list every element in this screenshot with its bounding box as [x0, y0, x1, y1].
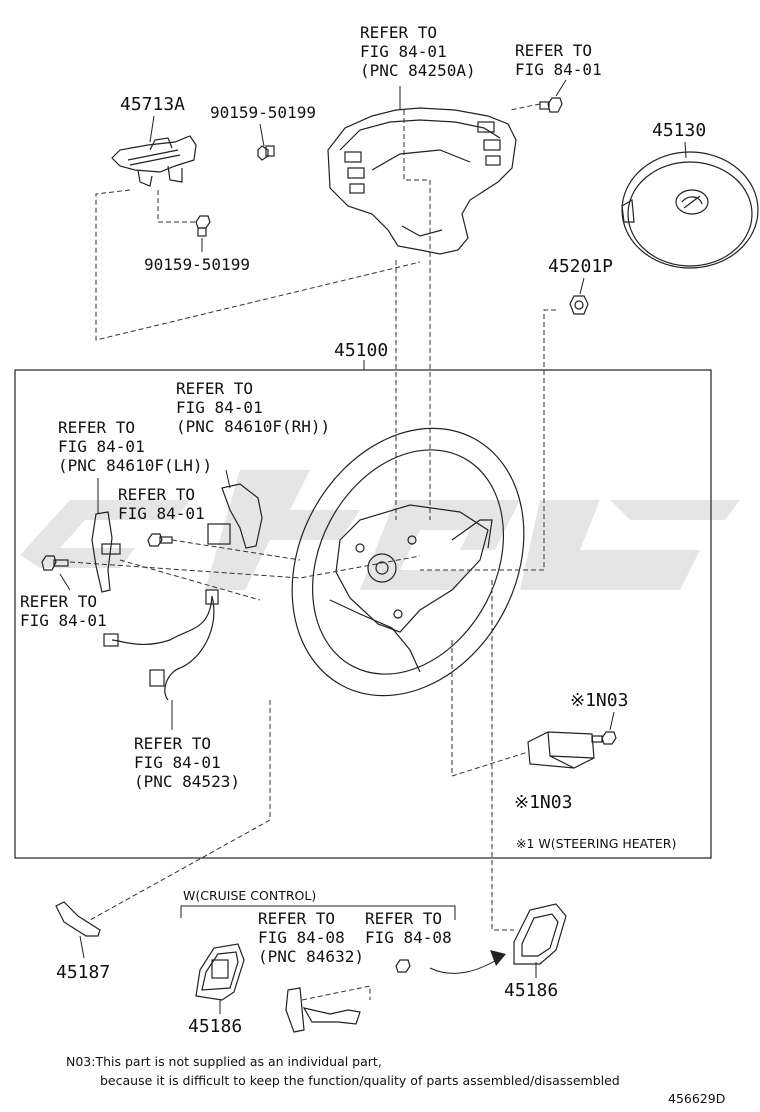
svg-text:FIG 84-01: FIG 84-01 [134, 753, 221, 772]
footnote-line-2: because it is difficult to keep the func… [100, 1073, 620, 1088]
svg-text:REFER TO: REFER TO [258, 909, 335, 928]
part-45187-drawing [55, 901, 101, 937]
nut-45201p [569, 295, 589, 315]
bolt-90159-lower [195, 215, 211, 237]
paddle-lh-drawing [91, 511, 121, 593]
label-n03-a: ※1N03 [570, 690, 628, 711]
svg-text:REFER TO: REFER TO [365, 909, 442, 928]
part-45186-left-drawing [195, 943, 245, 1001]
label-ref-rh: REFER TO FIG 84-01 (PNC 84610F(RH)) [176, 379, 330, 436]
svg-text:FIG 84-01: FIG 84-01 [118, 504, 205, 523]
label-cruise-control: W(CRUISE CONTROL) [183, 888, 316, 903]
label-45186-left: 45186 [188, 1016, 242, 1037]
svg-text:REFER TO: REFER TO [176, 379, 253, 398]
part-45713a-drawing [111, 135, 197, 187]
label-steering-heater-note: ※1 W(STEERING HEATER) [516, 836, 676, 851]
label-ref-8408: REFER TO FIG 84-08 [365, 909, 452, 947]
screw-left [41, 555, 69, 571]
label-45100: 45100 [334, 340, 388, 361]
label-45713a: 45713A [120, 94, 185, 115]
svg-text:FIG 84-01: FIG 84-01 [360, 42, 447, 61]
part-45186-right-drawing [513, 903, 567, 965]
svg-text:FIG 84-01: FIG 84-01 [176, 398, 263, 417]
steering-wheel-45100-drawing [291, 427, 525, 697]
svg-text:FIG 84-01: FIG 84-01 [58, 437, 145, 456]
label-ref-84632: REFER TO FIG 84-08 (PNC 84632) [258, 909, 364, 966]
svg-text:(PNC 84632): (PNC 84632) [258, 947, 364, 966]
screw-mid [147, 533, 173, 547]
spoke-cover-drawing [327, 107, 517, 255]
wire-harness-drawing [103, 589, 219, 701]
leader-lines [59, 79, 687, 1014]
svg-text:FIG 84-08: FIG 84-08 [365, 928, 452, 947]
svg-text:REFER TO: REFER TO [58, 418, 135, 437]
label-45130: 45130 [652, 120, 706, 141]
svg-text:FIG 84-01: FIG 84-01 [20, 611, 107, 630]
svg-text:REFER TO: REFER TO [134, 734, 211, 753]
label-90159-50199-a: 90159-50199 [210, 103, 316, 122]
label-45187: 45187 [56, 962, 110, 983]
assembly-frame [14, 369, 712, 859]
label-top-ref-b: REFER TO FIG 84-01 [515, 41, 602, 79]
svg-text:REFER TO: REFER TO [515, 41, 592, 60]
svg-text:(PNC 84523): (PNC 84523) [134, 772, 240, 791]
label-45201p: 45201P [548, 256, 613, 277]
cruise-arrow-head [490, 950, 506, 966]
cruise-switch-drawing [285, 959, 411, 1033]
bolt-top-right [539, 97, 563, 113]
svg-text:(PNC 84610F(LH)): (PNC 84610F(LH)) [58, 456, 212, 475]
label-ref-mid: REFER TO FIG 84-01 [118, 485, 205, 523]
svg-text:(PNC 84610F(RH)): (PNC 84610F(RH)) [176, 417, 330, 436]
label-90159-50199-b: 90159-50199 [144, 255, 250, 274]
paddle-rh-drawing [207, 483, 263, 549]
svg-text:FIG 84-08: FIG 84-08 [258, 928, 345, 947]
label-n03-b: ※1N03 [514, 792, 572, 813]
label-ref-84523: REFER TO FIG 84-01 (PNC 84523) [134, 734, 240, 791]
airbag-45130-drawing [621, 151, 759, 269]
watermark-logo [20, 470, 740, 590]
footnote-line-1: N03:This part is not supplied as an indi… [66, 1054, 382, 1069]
svg-text:REFER TO: REFER TO [20, 592, 97, 611]
label-ref-lh: REFER TO FIG 84-01 (PNC 84610F(LH)) [58, 418, 212, 475]
heater-module-n03-drawing [527, 731, 617, 769]
label-45186-right: 45186 [504, 980, 558, 1001]
diagram-id: 456629D [668, 1091, 725, 1106]
bolt-90159-upper [257, 145, 275, 161]
svg-text:REFER TO: REFER TO [118, 485, 195, 504]
label-ref-left: REFER TO FIG 84-01 [20, 592, 107, 630]
label-top-ref-a: REFER TO FIG 84-01 (PNC 84250A) [360, 23, 476, 80]
svg-text:FIG 84-01: FIG 84-01 [515, 60, 602, 79]
cruise-arrow [429, 957, 501, 974]
svg-text:REFER TO: REFER TO [360, 23, 437, 42]
svg-text:(PNC 84250A): (PNC 84250A) [360, 61, 476, 80]
